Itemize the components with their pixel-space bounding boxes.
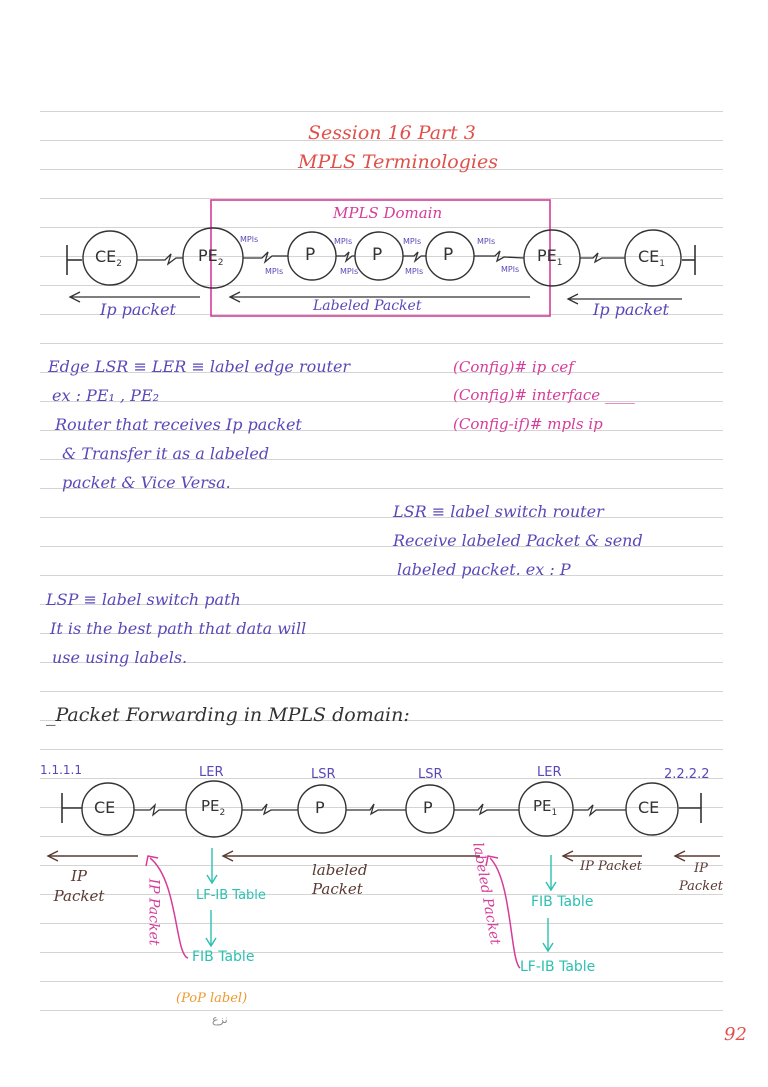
note-lsr-line3: labeled packet. ex : P — [397, 560, 571, 579]
note-lsp-line3: use using labels. — [52, 648, 188, 667]
role-label-pe1: LER — [537, 765, 562, 780]
fwd-pe2-label: PE2 — [201, 797, 226, 818]
fwd-p1-label: P — [315, 798, 325, 817]
packet-label-pe1-in: IP Packet — [580, 859, 643, 874]
config-mpls-ip: (Config-if)# mpls ip — [453, 415, 603, 433]
node-ce2-label: CE2 — [95, 247, 123, 270]
packet-label-far-right: IP Packet — [679, 861, 723, 894]
fwd-node-p1 — [297, 784, 347, 834]
node-p1-label: P — [305, 245, 316, 265]
packet-label-far-left: IP Packet — [53, 867, 105, 905]
link-label: MPls — [334, 237, 353, 246]
node-p2-label: P — [372, 245, 383, 265]
node-ce1-label: CE1 — [638, 247, 666, 270]
link-label: MPls — [240, 235, 259, 244]
fwd-ce-left-label: CE — [94, 798, 116, 817]
mpls-domain-box — [210, 199, 551, 317]
link-label: MPls — [477, 237, 496, 246]
node-pe2-label: PE2 — [198, 246, 224, 269]
packet-label-middle: labeled Packet — [312, 861, 368, 898]
section-heading-packet-forwarding: _Packet Forwarding in MPLS domain: — [46, 704, 410, 726]
ip-address-right: 2.2.2.2 — [664, 767, 710, 782]
page-title: Session 16 Part 3 — [308, 122, 476, 144]
note-lsr-line1: LSR ≡ label switch router — [393, 502, 604, 521]
pe2-curve-label: IP Packet — [145, 878, 162, 946]
link-label: MPls — [340, 267, 359, 276]
node-pe1-label: PE1 — [537, 246, 563, 269]
fwd-p2-label: P — [423, 798, 433, 817]
arrow-label-ip-packet-left: Ip packet — [100, 300, 176, 319]
note-edge-lsr-line4: & Transfer it as a labeled — [62, 444, 270, 463]
link-label: MPls — [403, 237, 422, 246]
pop-label-arabic: نزع — [212, 1013, 228, 1026]
note-edge-lsr-line2: ex : PE₁ , PE₂ — [52, 386, 160, 405]
fwd-ce-right-label: CE — [638, 798, 660, 817]
role-label-p2: LSR — [418, 767, 443, 782]
page-number: 92 — [724, 1024, 747, 1045]
note-edge-lsr-line5: packet & Vice Versa. — [62, 473, 231, 492]
fwd-node-pe1 — [518, 781, 574, 837]
pe2-lfib-table: LF-IB Table — [196, 888, 266, 903]
fwd-pe1-label: PE1 — [533, 797, 558, 818]
fwd-node-pe2 — [185, 780, 243, 838]
config-interface: (Config)# interface ____ — [453, 386, 635, 404]
ip-address-left: 1.1.1.1 — [40, 763, 82, 777]
node-p3-label: P — [443, 245, 454, 265]
note-edge-lsr-line3: Router that receives Ip packet — [55, 415, 302, 434]
pe1-lfib-table: LF-IB Table — [520, 959, 596, 975]
fwd-node-ce-left — [81, 782, 135, 836]
link-label: MPls — [501, 265, 520, 274]
note-edge-lsr-line1: Edge LSR ≡ LER ≡ label edge router — [48, 357, 351, 376]
arrow-label-labeled-packet: Labeled Packet — [313, 298, 422, 314]
config-ip-cef: (Config)# ip cef — [453, 358, 574, 376]
pe1-fib-table: FIB Table — [531, 894, 594, 910]
fwd-node-p2 — [405, 784, 455, 834]
node-ce2 — [82, 230, 138, 286]
fwd-node-ce-right — [625, 782, 679, 836]
link-label: MPls — [405, 267, 424, 276]
page-subtitle: MPLS Terminologies — [298, 151, 498, 173]
note-lsr-line2: Receive labeled Packet & send — [393, 531, 643, 550]
pe2-fib-table: FIB Table — [192, 949, 255, 965]
pop-label-action: (PoP label) — [176, 991, 248, 1006]
note-lsp-line1: LSP ≡ label switch path — [46, 590, 241, 609]
role-label-p1: LSR — [311, 767, 336, 782]
arrow-label-ip-packet-right: Ip packet — [593, 300, 669, 319]
note-lsp-line2: It is the best path that data will — [50, 619, 307, 638]
link-label: MPls — [265, 267, 284, 276]
mpls-domain-label: MPLS Domain — [333, 204, 443, 222]
role-label-pe2: LER — [199, 765, 224, 780]
